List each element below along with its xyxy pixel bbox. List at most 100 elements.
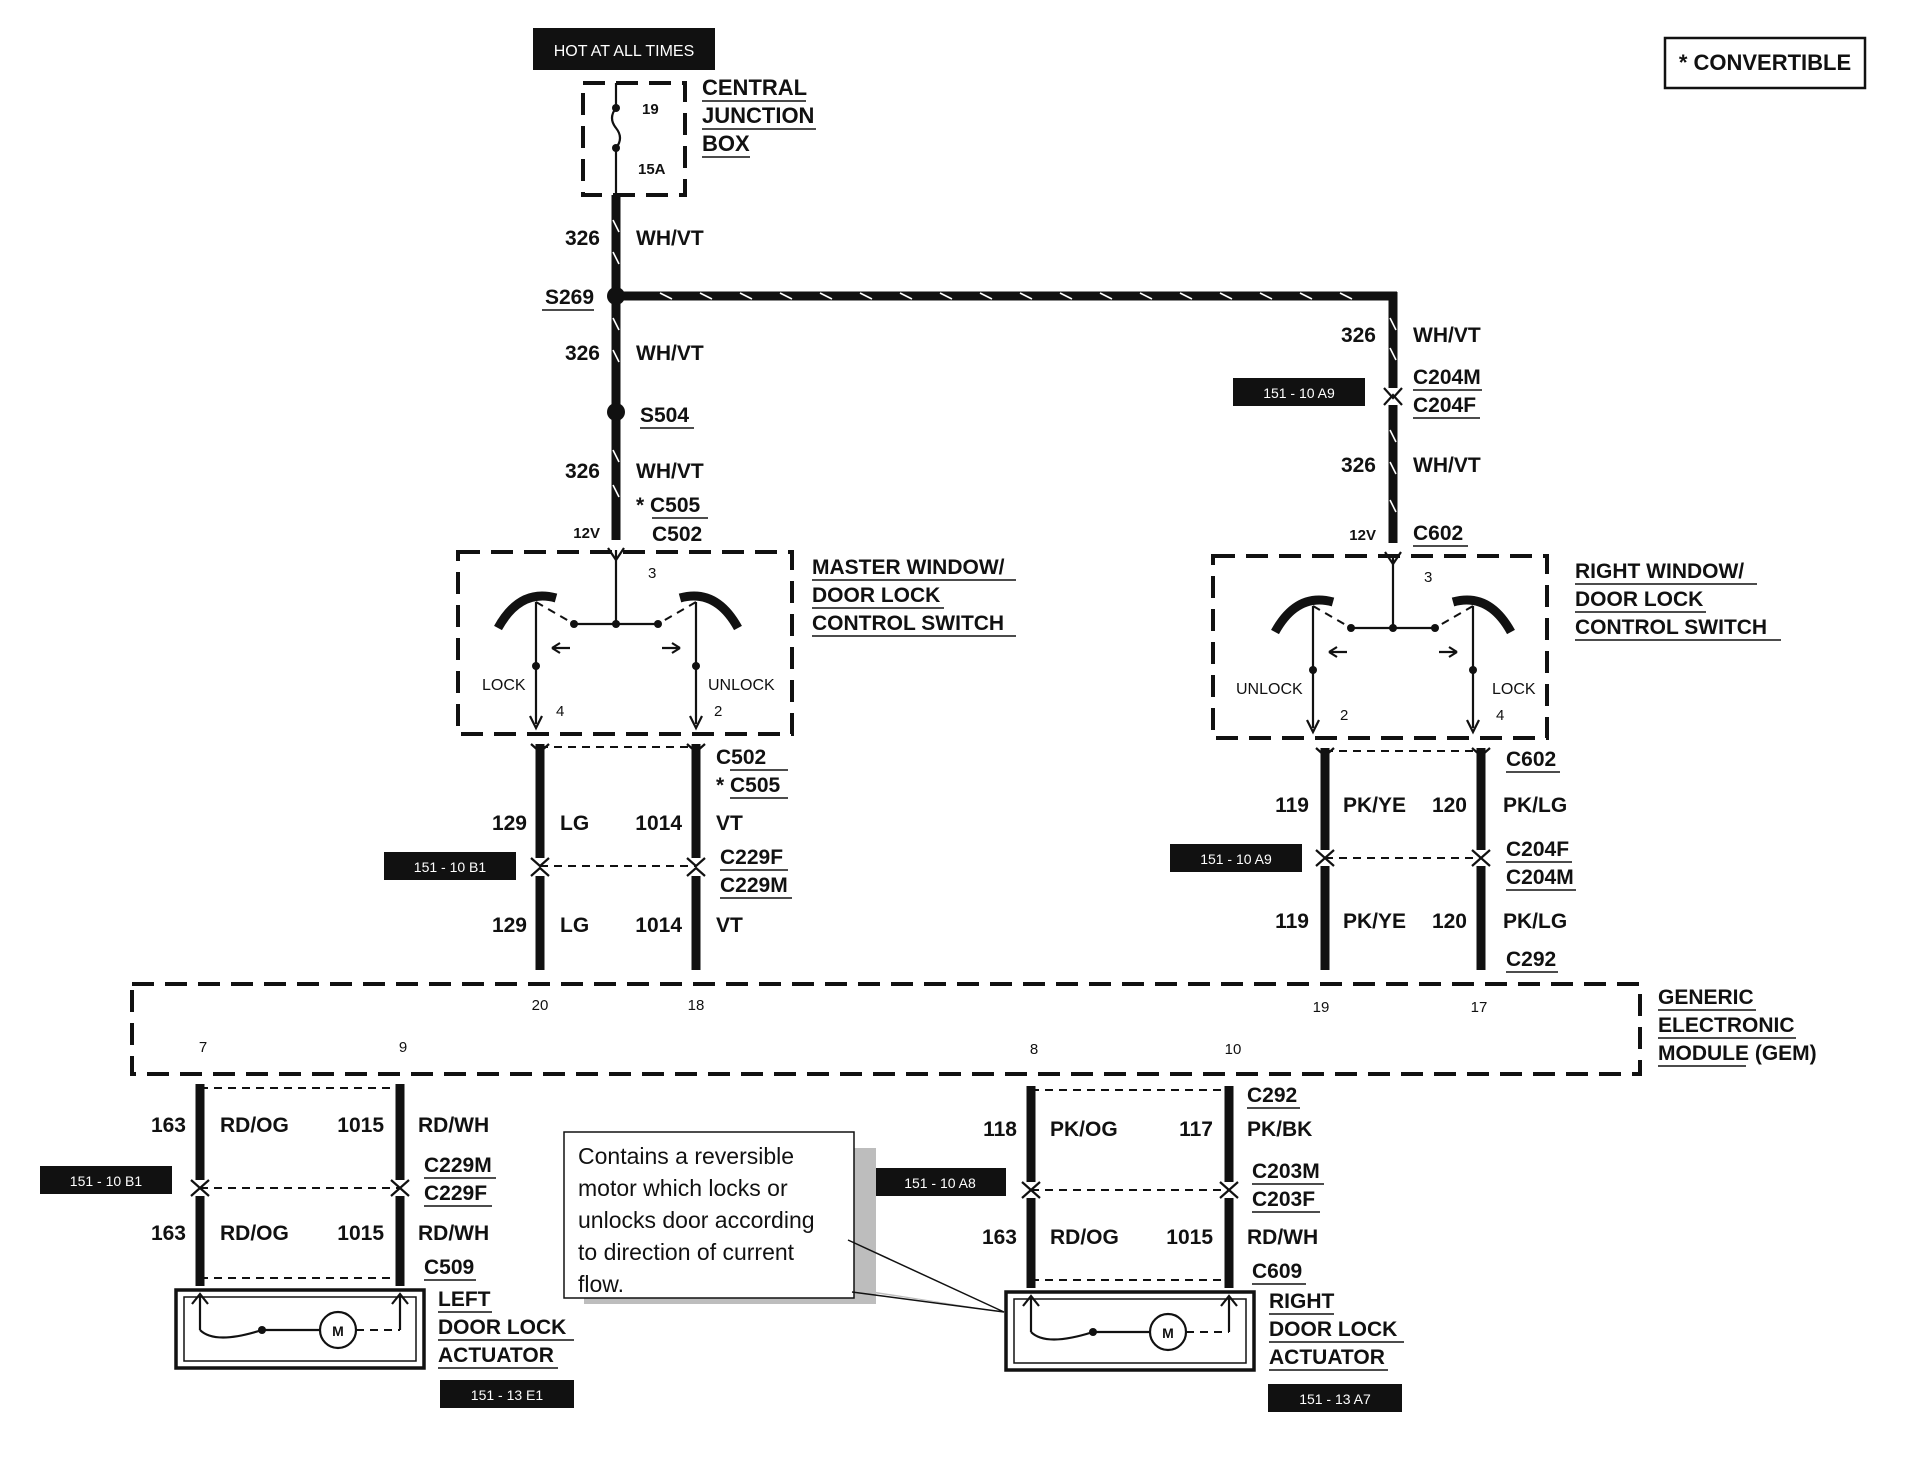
wire-color-rdwh-left-a: RD/WH bbox=[418, 1114, 489, 1137]
wire-num-163-right: 163 bbox=[982, 1226, 1017, 1249]
wire-num-120-a: 120 bbox=[1432, 794, 1467, 817]
gem-title-line1: GENERIC bbox=[1658, 986, 1754, 1009]
splice-s504 bbox=[607, 403, 625, 421]
left-harness-wires bbox=[530, 743, 706, 970]
connector-c502-top: C502 bbox=[652, 523, 702, 546]
gem-pin-17: 17 bbox=[1471, 999, 1488, 1016]
fuse-amperage: 15A bbox=[638, 161, 666, 178]
right-lock-label: LOCK bbox=[1492, 681, 1536, 698]
voltage-right: 12V bbox=[1349, 527, 1376, 544]
wire-color-pkbk: PK/BK bbox=[1247, 1118, 1312, 1141]
ref-label-left-harness bbox=[384, 852, 516, 880]
connector-c505-top: * C505 bbox=[636, 494, 701, 517]
wire-color-326-right-b: WH/VT bbox=[1413, 454, 1481, 477]
ref-label-right-actuator-doc bbox=[1268, 1384, 1402, 1412]
callout-line1: Contains a reversible bbox=[578, 1143, 794, 1169]
connector-c203f: C203F bbox=[1252, 1188, 1315, 1211]
gem-pin-20: 20 bbox=[532, 997, 549, 1014]
cjb-title-line2: JUNCTION bbox=[702, 103, 814, 128]
gem-pin-10: 10 bbox=[1225, 1041, 1242, 1058]
master-title-line3: CONTROL SWITCH bbox=[812, 612, 1004, 635]
wire-color-rdog-left-a: RD/OG bbox=[220, 1114, 289, 1137]
wire-color-rdwh-right: RD/WH bbox=[1247, 1226, 1318, 1249]
cjb-title-line3: BOX bbox=[702, 131, 750, 156]
voltage-left: 12V bbox=[573, 525, 600, 542]
wire-color-lg-b: LG bbox=[560, 914, 589, 937]
ref-label-right-harness bbox=[1170, 844, 1302, 872]
master-pin-3: 3 bbox=[648, 565, 656, 582]
left-motor-icon bbox=[191, 1292, 409, 1350]
wire-num-326-c: 326 bbox=[565, 460, 600, 483]
connector-c204f-right: C204F bbox=[1413, 394, 1476, 417]
wire-num-1014-a: 1014 bbox=[635, 812, 682, 835]
right-pin-3: 3 bbox=[1424, 569, 1432, 586]
wire-num-117: 117 bbox=[1179, 1118, 1213, 1141]
wire-num-326-right-a: 326 bbox=[1341, 324, 1376, 347]
callout-line4: to direction of current bbox=[578, 1239, 795, 1265]
left-actuator-box bbox=[174, 1288, 426, 1370]
wire-color-rdwh-left-b: RD/WH bbox=[418, 1222, 489, 1245]
left-actuator-title-line1: LEFT bbox=[438, 1288, 491, 1311]
master-pin-4: 4 bbox=[556, 703, 564, 720]
fuse-number: 19 bbox=[642, 101, 659, 118]
connector-c203m: C203M bbox=[1252, 1160, 1320, 1183]
connector-c229f-actuator: C229F bbox=[424, 1182, 487, 1205]
gem-module-box bbox=[130, 982, 1642, 1076]
right-harness-wires bbox=[1315, 747, 1491, 970]
convertible-legend: * CONVERTIBLE bbox=[1679, 50, 1851, 75]
wire-num-1015-right: 1015 bbox=[1166, 1226, 1213, 1249]
connector-c602-lower: C602 bbox=[1506, 748, 1556, 771]
wire-num-326-a: 326 bbox=[565, 227, 600, 250]
ref-text-left-actuator: 151 - 10 B1 bbox=[70, 1173, 143, 1189]
wire-color-rdog-right: RD/OG bbox=[1050, 1226, 1119, 1249]
right-switch-title-line3: CONTROL SWITCH bbox=[1575, 616, 1767, 639]
right-motor-label: M bbox=[1162, 1325, 1174, 1341]
gem-title-line2: ELECTRONIC bbox=[1658, 1014, 1795, 1037]
ref-text-left-harness: 151 - 10 B1 bbox=[414, 859, 487, 875]
master-switch-mechanism bbox=[494, 547, 742, 731]
connector-c292-lower: C292 bbox=[1247, 1084, 1297, 1107]
splice-s269-label: S269 bbox=[545, 286, 594, 309]
right-switch-title-line1: RIGHT WINDOW/ bbox=[1575, 560, 1744, 583]
connector-c229f-left: C229F bbox=[720, 846, 783, 869]
wire-num-120-b: 120 bbox=[1432, 910, 1467, 933]
right-pin-2: 2 bbox=[1340, 707, 1348, 724]
connector-c292-upper: C292 bbox=[1506, 948, 1556, 971]
master-title-line1: MASTER WINDOW/ bbox=[812, 556, 1005, 579]
wire-num-1015-left-a: 1015 bbox=[337, 1114, 384, 1137]
callout-line3: unlocks door according bbox=[578, 1207, 815, 1233]
right-motor-icon bbox=[1022, 1294, 1238, 1352]
right-switch-mechanism bbox=[1271, 551, 1515, 735]
master-lock-label: LOCK bbox=[482, 677, 526, 694]
wire-color-pkye-a: PK/YE bbox=[1343, 794, 1406, 817]
wire-num-326-right-b: 326 bbox=[1341, 454, 1376, 477]
wire-color-326-c: WH/VT bbox=[636, 460, 704, 483]
connector-c229m-left: C229M bbox=[720, 874, 788, 897]
left-actuator-wires bbox=[190, 1084, 410, 1286]
wire-color-326-a: WH/VT bbox=[636, 227, 704, 250]
wire-color-pkog: PK/OG bbox=[1050, 1118, 1118, 1141]
wire-num-119-b: 119 bbox=[1275, 910, 1309, 933]
right-actuator-title-line2: DOOR LOCK bbox=[1269, 1318, 1397, 1341]
wire-color-lg-a: LG bbox=[560, 812, 589, 835]
wire-color-326-b: WH/VT bbox=[636, 342, 704, 365]
fuse-icon bbox=[610, 83, 622, 195]
master-unlock-label: UNLOCK bbox=[708, 677, 775, 694]
right-pin-4: 4 bbox=[1496, 707, 1504, 724]
right-actuator-wires bbox=[1021, 1086, 1239, 1288]
connector-c229m-actuator: C229M bbox=[424, 1154, 492, 1177]
callout-line2: motor which locks or bbox=[578, 1175, 788, 1201]
wire-color-pklg-b: PK/LG bbox=[1503, 910, 1567, 933]
right-actuator-title-line1: RIGHT bbox=[1269, 1290, 1335, 1313]
ref-label-right-feed bbox=[1233, 378, 1365, 406]
ref-text-right-feed: 151 - 10 A9 bbox=[1263, 385, 1335, 401]
callout-line5: flow. bbox=[578, 1271, 624, 1297]
ref-text-right-harness: 151 - 10 A9 bbox=[1200, 851, 1272, 867]
gem-title-line3: MODULE (GEM) bbox=[1658, 1042, 1817, 1065]
ref-text-right-actuator-doc: 151 - 13 A7 bbox=[1299, 1391, 1371, 1407]
hot-at-all-times-label-box bbox=[533, 28, 715, 70]
gem-pin-7: 7 bbox=[199, 1039, 207, 1056]
master-title-line2: DOOR LOCK bbox=[812, 584, 940, 607]
wire-num-163-left-a: 163 bbox=[151, 1114, 186, 1137]
ref-label-left-actuator-doc bbox=[440, 1380, 574, 1408]
